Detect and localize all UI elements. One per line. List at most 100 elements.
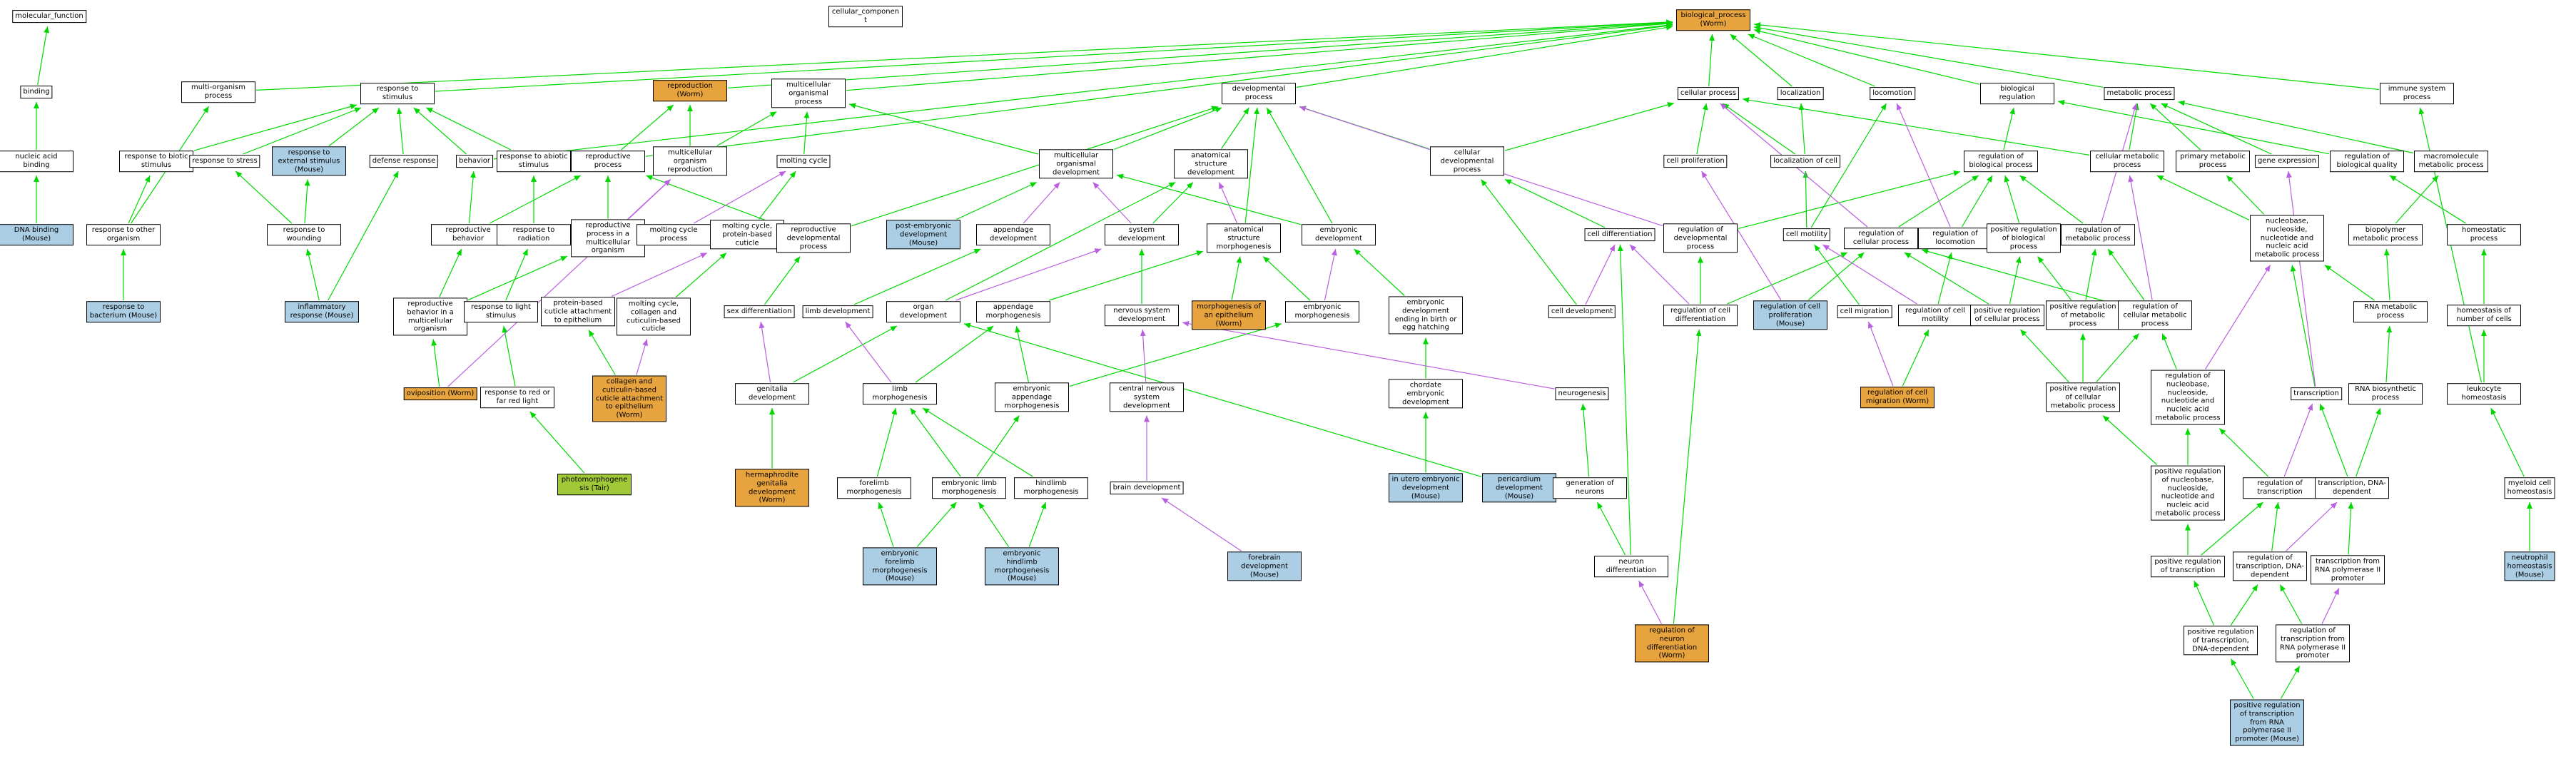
go-term-embryonic_development[interactable]: embryonic development (1302, 224, 1376, 245)
go-term-central_nervous_system_development[interactable]: central nervous system development (1110, 382, 1184, 412)
go-term-transcription[interactable]: transcription (2291, 387, 2342, 400)
go-term-localization_of_cell[interactable]: localization of cell (1770, 155, 1840, 168)
go-term-regulation_of_biological_quality[interactable]: regulation of biological quality (2330, 151, 2404, 172)
go-term-homeostatic_process[interactable]: homeostatic process (2447, 224, 2521, 245)
go-term-inflammatory_response[interactable]: inflammatory response (Mouse) (285, 301, 359, 322)
go-term-cell_differentiation[interactable]: cell differentiation (1584, 228, 1655, 241)
go-term-regulation_of_cellular_metabolic_process[interactable]: regulation of cellular metabolic process (2118, 300, 2192, 330)
go-term-response_to_red_or_far_red_light[interactable]: response to red or far red light (480, 387, 554, 408)
go-term-reproductive_developmental_process[interactable]: reproductive developmental process (776, 223, 851, 253)
go-term-collagen_and_cuticulin_based_cuticle_attachment_to_epithelium[interactable]: collagen and cuticulin-based cuticle att… (592, 375, 666, 422)
go-term-limb_morphogenesis[interactable]: limb morphogenesis (863, 383, 937, 404)
go-term-multicellular_organism_reproduction[interactable]: multicellular organism reproduction (653, 146, 727, 176)
go-term-response_to_other_organism[interactable]: response to other organism (86, 224, 161, 245)
go-term-hindlimb_morphogenesis[interactable]: hindlimb morphogenesis (1014, 477, 1088, 499)
go-term-rna_metabolic_process[interactable]: RNA metabolic process (2353, 301, 2428, 322)
go-term-regulation_of_developmental_process[interactable]: regulation of developmental process (1663, 223, 1738, 253)
go-term-metabolic_process[interactable]: metabolic process (2104, 87, 2175, 100)
go-term-reproductive_process[interactable]: reproductive process (571, 151, 645, 172)
go-term-positive_regulation_of_transcription_dna_dependent[interactable]: positive regulation of transcription, DN… (2184, 626, 2258, 656)
go-term-biological_regulation[interactable]: biological regulation (1980, 83, 2054, 104)
go-term-developmental_process[interactable]: developmental process (1222, 83, 1296, 104)
go-term-leukocyte_homeostasis[interactable]: leukocyte homeostasis (2447, 383, 2521, 404)
go-term-regulation_of_transcription[interactable]: regulation of transcription (2243, 477, 2317, 499)
go-term-cellular_component[interactable]: cellular_component (828, 6, 903, 27)
go-term-response_to_abiotic_stimulus[interactable]: response to abiotic stimulus (497, 151, 571, 172)
go-term-primary_metabolic_process[interactable]: primary metabolic process (2176, 151, 2250, 172)
go-term-nucleic_acid_binding[interactable]: nucleic acid binding (0, 151, 73, 172)
go-term-post_embryonic_development[interactable]: post-embryonic development (Mouse) (886, 220, 960, 250)
go-term-behavior[interactable]: behavior (456, 155, 493, 168)
go-term-oviposition[interactable]: oviposition (Worm) (403, 387, 477, 400)
go-term-response_to_wounding[interactable]: response to wounding (267, 224, 341, 245)
go-term-reproductive_behavior[interactable]: reproductive behavior (431, 224, 505, 245)
go-term-response_to_stimulus[interactable]: response to stimulus (360, 83, 435, 104)
go-term-positive_regulation_of_metabolic_process[interactable]: positive regulation of metabolic process (2046, 300, 2120, 330)
go-term-regulation_of_biological_process[interactable]: regulation of biological process (1964, 151, 2038, 172)
go-term-transcription_from_rna_polymerase_ii_promoter[interactable]: transcription from RNA polymerase II pro… (2311, 555, 2385, 585)
go-term-reproductive_process_in_a_multicellular_organism[interactable]: reproductive process in a multicellular … (571, 219, 645, 258)
go-term-cellular_developmental_process[interactable]: cellular developmental process (1430, 146, 1504, 176)
go-term-appendage_morphogenesis[interactable]: appendage morphogenesis (976, 301, 1050, 322)
go-term-macromolecule_metabolic_process[interactable]: macromolecule metabolic process (2414, 151, 2488, 172)
go-term-photomorphogenesis[interactable]: photomorphogenesis (Tair) (557, 474, 632, 495)
go-term-nucleobase_metabolic_process[interactable]: nucleobase, nucleoside, nucleotide and n… (2250, 215, 2324, 262)
go-term-multicellular_organismal_development[interactable]: multicellular organismal development (1039, 149, 1113, 179)
go-term-regulation_of_neuron_differentiation[interactable]: regulation of neuron differentiation (Wo… (1635, 624, 1709, 663)
go-term-positive_regulation_of_cellular_process[interactable]: positive regulation of cellular process (1970, 305, 2044, 326)
go-term-protein_based_cuticle_attachment_to_epithelium[interactable]: protein-based cuticle attachment to epit… (541, 297, 615, 327)
go-term-immune_system_process[interactable]: immune system process (2380, 83, 2454, 104)
go-term-pericardium_development[interactable]: pericardium development (Mouse) (1482, 473, 1556, 503)
go-term-brain_development[interactable]: brain development (1110, 482, 1184, 494)
go-term-embryonic_hindlimb_morphogenesis[interactable]: embryonic hindlimb morphogenesis (Mouse) (985, 547, 1059, 586)
go-term-cell_migration[interactable]: cell migration (1837, 305, 1892, 318)
go-term-positive_regulation_of_nucleobase_metabolic_process[interactable]: positive regulation of nucleobase, nucle… (2151, 465, 2225, 521)
go-term-transcription_dna_dependent[interactable]: transcription, DNA-dependent (2315, 477, 2389, 499)
go-term-gene_expression[interactable]: gene expression (2254, 155, 2320, 168)
go-term-regulation_of_cellular_process[interactable]: regulation of cellular process (1844, 228, 1918, 249)
go-term-sex_differentiation[interactable]: sex differentiation (724, 305, 795, 318)
go-term-regulation_of_metabolic_process[interactable]: regulation of metabolic process (2061, 224, 2135, 245)
go-term-regulation_of_transcription_from_rna_polymerase_ii_promoter[interactable]: regulation of transcription from RNA pol… (2276, 624, 2350, 663)
go-term-forelimb_morphogenesis[interactable]: forelimb morphogenesis (837, 477, 911, 499)
go-term-dna_binding[interactable]: DNA binding (Mouse) (0, 224, 73, 245)
go-term-reproduction[interactable]: reproduction (Worm) (653, 80, 727, 101)
go-term-nervous_system_development[interactable]: nervous system development (1105, 305, 1179, 326)
go-term-response_to_bacterium[interactable]: response to bacterium (Mouse) (86, 301, 161, 322)
go-term-forebrain_development[interactable]: forebrain development (Mouse) (1227, 551, 1302, 581)
go-term-molecular_function[interactable]: molecular_function (12, 10, 86, 23)
go-term-response_to_stress[interactable]: response to stress (189, 155, 260, 168)
go-term-multicellular_organismal_process[interactable]: multicellular organismal process (771, 78, 846, 108)
go-term-molting_cycle_process[interactable]: molting cycle process (637, 224, 711, 245)
go-term-embryonic_morphogenesis[interactable]: embryonic morphogenesis (1285, 301, 1359, 322)
go-term-neuron_differentiation[interactable]: neuron differentiation (1594, 556, 1668, 577)
go-term-biological_process[interactable]: biological_process (Worm) (1676, 9, 1750, 31)
go-term-in_utero_embryonic_development[interactable]: in utero embryonic development (Mouse) (1389, 473, 1463, 503)
go-term-response_to_biotic_stimulus[interactable]: response to biotic stimulus (119, 151, 193, 172)
go-term-response_to_light_stimulus[interactable]: response to light stimulus (464, 301, 538, 322)
go-term-embryonic_appendage_morphogenesis[interactable]: embryonic appendage morphogenesis (995, 382, 1069, 412)
go-term-regulation_of_transcription_dna_dependent[interactable]: regulation of transcription, DNA-depende… (2233, 551, 2307, 581)
go-term-embryonic_forelimb_morphogenesis[interactable]: embryonic forelimb morphogenesis (Mouse) (863, 547, 937, 586)
go-term-homeostasis_of_number_of_cells[interactable]: homeostasis of number of cells (2447, 305, 2521, 326)
go-term-system_development[interactable]: system development (1105, 224, 1179, 245)
go-term-embryonic_limb_morphogenesis[interactable]: embryonic limb morphogenesis (932, 477, 1006, 499)
go-term-myeloid_cell_homeostasis[interactable]: myeloid cell homeostasis (2504, 477, 2555, 499)
go-term-binding[interactable]: binding (20, 86, 53, 98)
go-term-molting_cycle_protein_based_cuticle[interactable]: molting cycle, protein-based cuticle (710, 220, 784, 250)
go-term-cellular_process[interactable]: cellular process (1677, 87, 1740, 100)
go-term-regulation_of_locomotion[interactable]: regulation of locomotion (1918, 228, 1992, 249)
go-term-morphogenesis_of_an_epithelium[interactable]: morphogenesis of an epithelium (Worm) (1192, 300, 1266, 330)
go-term-molting_cycle_collagen_and_cuticulin_based_cuticle[interactable]: molting cycle, collagen and cuticulin-ba… (617, 297, 691, 336)
go-term-locomotion[interactable]: locomotion (1870, 87, 1915, 100)
go-term-cellular_metabolic_process[interactable]: cellular metabolic process (2090, 151, 2164, 172)
go-term-hermaphrodite_genitalia_development[interactable]: hermaphrodite genitalia development (Wor… (735, 469, 809, 507)
go-term-cell_motility[interactable]: cell motility (1783, 228, 1831, 241)
go-term-embryonic_development_ending_in_birth_or_egg_hatching[interactable]: embryonic development ending in birth or… (1389, 296, 1463, 335)
go-term-neurogenesis[interactable]: neurogenesis (1555, 387, 1609, 400)
go-term-rna_biosynthetic_process[interactable]: RNA biosynthetic process (2348, 383, 2423, 404)
go-term-regulation_of_nucleobase_metabolic_process[interactable]: regulation of nucleobase, nucleoside, nu… (2151, 370, 2225, 425)
go-term-molting_cycle[interactable]: molting cycle (776, 155, 831, 168)
go-term-limb_development[interactable]: limb development (802, 305, 873, 318)
go-term-appendage_development[interactable]: appendage development (976, 224, 1050, 245)
